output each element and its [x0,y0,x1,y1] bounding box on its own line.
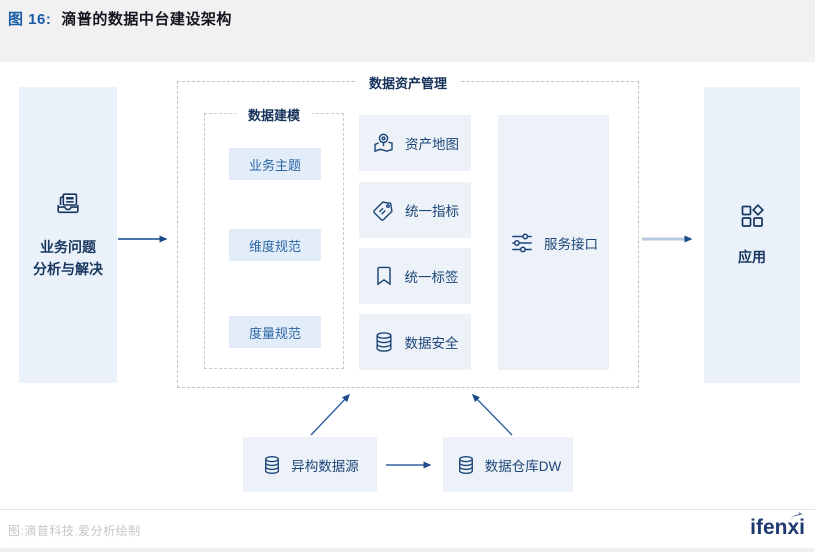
figure-title: 滴普的数据中台建设架构 [61,11,232,28]
tag-icon [371,198,396,223]
figure-number: 图 16: [8,11,52,28]
data-warehouse-box: 数据仓库DW [443,437,573,492]
database-icon [261,454,283,476]
service-interface-label: 服务接口 [544,236,598,252]
diagram-canvas: 业务问题 分析与解决 数据资产管理 数据建模 业务主题 维度规范 度量规范 资产… [0,62,815,509]
figure-header: 图 16: 滴普的数据中台建设架构 [8,8,232,29]
data-asset-management-container: 数据资产管理 数据建模 业务主题 维度规范 度量规范 资产地图 [177,73,639,388]
business-problem-label-line2: 分析与解决 [33,261,103,277]
business-problem-label-line1: 业务问题 [40,239,96,255]
footer-strip [0,548,815,552]
capability-label: 数据安全 [404,336,459,351]
capability-label: 统一指标 [405,204,459,219]
data-modeling-container: 数据建模 业务主题 维度规范 度量规范 [204,105,344,369]
knowledge-base-icon [53,190,83,228]
modeling-item-dimension-spec: 维度规范 [229,229,321,261]
application-label: 应用 [738,249,766,265]
capability-asset-map: 资产地图 [359,115,471,171]
business-problem-box: 业务问题 分析与解决 [19,87,117,383]
sliders-icon [509,230,535,256]
data-modeling-title: 数据建模 [235,105,313,124]
capability-label: 统一标签 [404,270,459,285]
data-asset-management-title: 数据资产管理 [356,73,460,92]
service-interface-box: 服务接口 [498,115,609,370]
capability-data-security: 数据安全 [359,314,471,370]
ifenxi-logo-accent-icon [789,512,803,521]
ifenxi-logo: ifenxi [750,516,805,539]
application-box: 应用 [704,87,800,383]
bookmark-icon [372,264,396,288]
data-warehouse-label: 数据仓库DW [484,458,562,474]
map-pin-icon [371,131,396,156]
database-icon [372,330,396,354]
modeling-item-business-topic: 业务主题 [229,148,321,180]
database-icon [455,454,477,476]
source-note: 图:滴普科技,爱分析绘制 [8,524,141,538]
capability-unified-metrics: 统一指标 [359,182,471,238]
app-grid-icon [738,202,766,238]
arrow-datasource-to-platform [310,393,351,436]
heterogeneous-datasource-box: 异构数据源 [243,437,377,492]
capability-label: 资产地图 [405,137,459,152]
modeling-item-measure-spec: 度量规范 [229,316,321,348]
heterogeneous-datasource-label: 异构数据源 [291,458,359,474]
arrow-warehouse-to-platform [471,393,513,436]
footer: 图:滴普科技,爱分析绘制 ifenxi [0,509,815,552]
capability-unified-tags: 统一标签 [359,248,471,304]
